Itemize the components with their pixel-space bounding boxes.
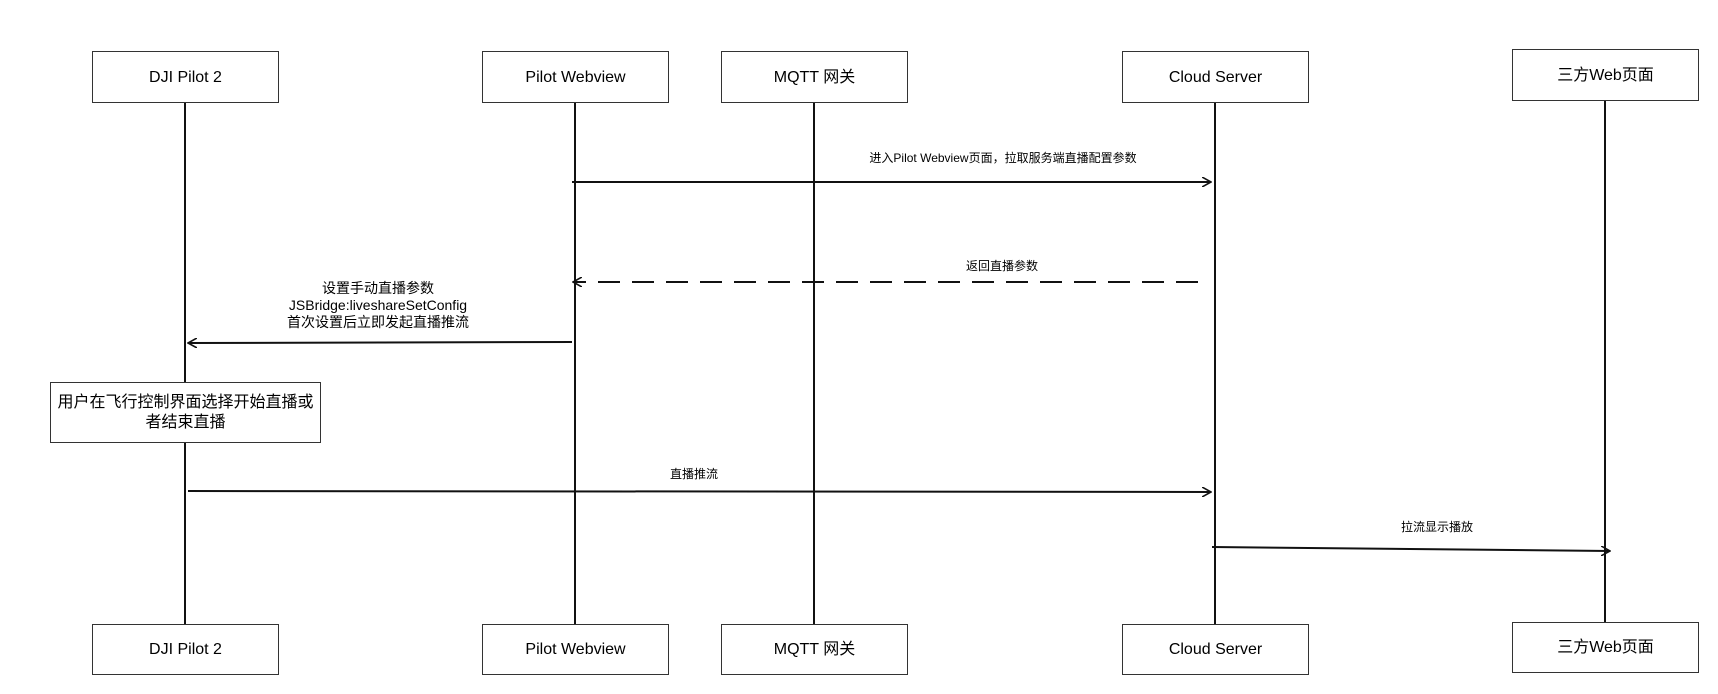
message-label-line: 设置手动直播参数 — [322, 280, 434, 296]
message-label-line: 进入Pilot Webview页面，拉取服务端直播配置参数 — [869, 151, 1137, 165]
participant-box-bottom-pilot-webview: Pilot Webview — [482, 624, 669, 675]
message-label-line: JSBridge:liveshareSetConfig — [288, 297, 468, 313]
message-label-push-stream: 直播推流 — [670, 467, 718, 481]
note-user-start-stop-live: 用户在飞行控制界面选择开始直播或者结束直播 — [50, 382, 321, 443]
message-label-fetch-config: 进入Pilot Webview页面，拉取服务端直播配置参数 — [869, 151, 1136, 165]
participant-box-bottom-cloud-server: Cloud Server — [1122, 624, 1309, 675]
message-label-pull-stream: 拉流显示播放 — [1401, 520, 1473, 534]
message-arrow-pull-stream — [1211, 547, 1610, 551]
message-arrow-set-config — [188, 342, 573, 343]
participant-box-top-pilot-webview: Pilot Webview — [482, 51, 669, 103]
participant-box-top-cloud-server: Cloud Server — [1122, 51, 1309, 103]
participant-box-bottom-third-party-web: 三方Web页面 — [1512, 622, 1699, 673]
message-label-set-config: 设置手动直播参数 JSBridge:liveshareSetConfig 首次设… — [287, 280, 469, 331]
participant-box-bottom-mqtt-gateway: MQTT 网关 — [721, 624, 908, 675]
message-label-return-params: 返回直播参数 — [966, 259, 1038, 273]
participant-box-top-dji-pilot-2: DJI Pilot 2 — [92, 51, 279, 103]
message-label-line: 拉流显示播放 — [1400, 520, 1474, 534]
message-arrow-push-stream — [187, 491, 1211, 492]
participant-box-bottom-dji-pilot-2: DJI Pilot 2 — [92, 624, 279, 675]
message-label-line: 直播推流 — [669, 467, 719, 481]
participant-box-top-mqtt-gateway: MQTT 网关 — [721, 51, 908, 103]
message-label-line: 首次设置后立即发起直播推流 — [287, 314, 469, 330]
message-label-line: 返回直播参数 — [965, 259, 1039, 273]
participant-box-top-third-party-web: 三方Web页面 — [1512, 49, 1699, 101]
